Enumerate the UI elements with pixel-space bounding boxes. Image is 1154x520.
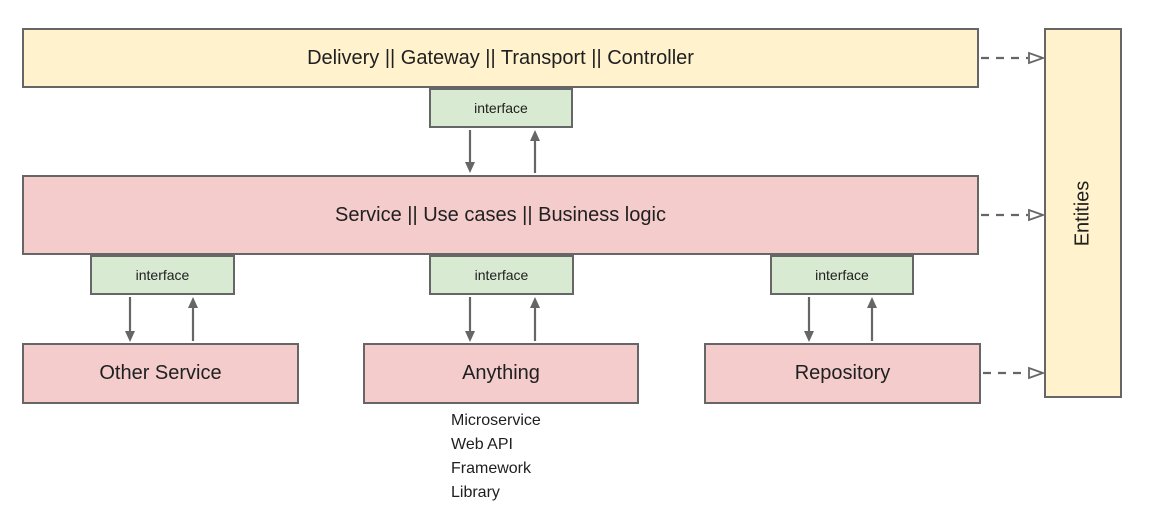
delivery-layer-label: Delivery || Gateway || Transport || Cont… — [307, 46, 694, 69]
entities-label: Entities — [1071, 180, 1094, 246]
anything-example-item: Microservice — [451, 412, 541, 429]
dashed-arrow-repository-to-entities — [983, 366, 1046, 380]
interface-box-left: interface — [90, 255, 235, 295]
interface-box-middle: interface — [429, 255, 574, 295]
anything-box: Anything — [363, 343, 639, 404]
anything-label: Anything — [462, 362, 540, 384]
other-service-label: Other Service — [99, 362, 222, 384]
interface-label: interface — [474, 267, 529, 283]
arrow-service-to-top-interface-up — [530, 130, 540, 173]
service-layer-box: Service || Use cases || Business logic — [22, 175, 979, 255]
interface-label: interface — [135, 267, 190, 283]
interface-box-top: interface — [429, 88, 573, 128]
repository-box: Repository — [704, 343, 981, 404]
dashed-arrow-service-to-entities — [981, 208, 1046, 222]
anything-example-item: Web API — [451, 436, 513, 453]
service-layer-label: Service || Use cases || Business logic — [335, 203, 666, 226]
arrow-anything-to-middle-interface-up — [530, 297, 540, 341]
arrow-middle-interface-to-anything-down — [465, 297, 475, 342]
delivery-layer-box: Delivery || Gateway || Transport || Cont… — [22, 28, 979, 88]
arrow-top-interface-to-service-down — [465, 130, 475, 173]
anything-examples-list: Microservice Web API Framework Library — [451, 409, 541, 505]
arrow-repository-to-right-interface-up — [867, 297, 877, 341]
anything-example-item: Library — [451, 484, 500, 501]
arrow-other-service-to-left-interface-up — [188, 297, 198, 341]
arrow-left-interface-to-other-service-down — [125, 297, 135, 342]
anything-example-item: Framework — [451, 460, 532, 477]
interface-label: interface — [815, 267, 869, 283]
interface-label: interface — [474, 100, 528, 116]
repository-label: Repository — [794, 362, 891, 384]
interface-box-right: interface — [770, 255, 914, 295]
arrow-right-interface-to-repository-down — [804, 297, 814, 342]
other-service-box: Other Service — [22, 343, 299, 404]
dashed-arrow-delivery-to-entities — [981, 51, 1046, 65]
entities-box: Entities — [1044, 28, 1122, 398]
